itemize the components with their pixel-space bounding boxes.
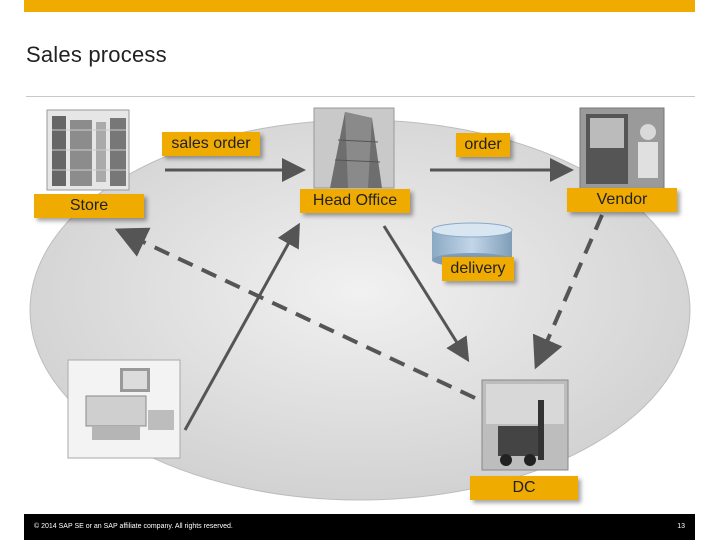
sales-order-label: sales order	[162, 132, 260, 156]
database-cylinder-icon	[431, 222, 513, 267]
dashed-arrow-vendor-to-dc	[532, 214, 604, 370]
arrow-pos-to-head-office	[183, 222, 300, 431]
dashed-arrow-dc-to-store	[114, 227, 476, 400]
pos-register-photo	[67, 359, 181, 459]
top-accent-bar	[24, 0, 695, 12]
page-title: Sales process	[26, 42, 167, 67]
vendor-truck-driver-photo	[579, 107, 665, 191]
title-divider	[26, 96, 695, 97]
order-label: order	[456, 133, 510, 157]
store-photo	[46, 109, 130, 191]
footer-bar: © 2014 SAP SE or an SAP affiliate compan…	[24, 514, 695, 540]
dc-label: DC	[470, 476, 578, 500]
arrow-head-office-to-dc	[382, 225, 470, 363]
head-office-label: Head Office	[300, 189, 410, 213]
head-office-building-photo	[313, 107, 395, 189]
delivery-label: delivery	[442, 257, 514, 281]
store-label: Store	[34, 194, 144, 218]
vendor-label: Vendor	[567, 188, 677, 212]
page-number: 13	[677, 523, 685, 530]
dc-forklift-photo	[481, 379, 569, 471]
copyright-text: © 2014 SAP SE or an SAP affiliate compan…	[34, 523, 233, 530]
